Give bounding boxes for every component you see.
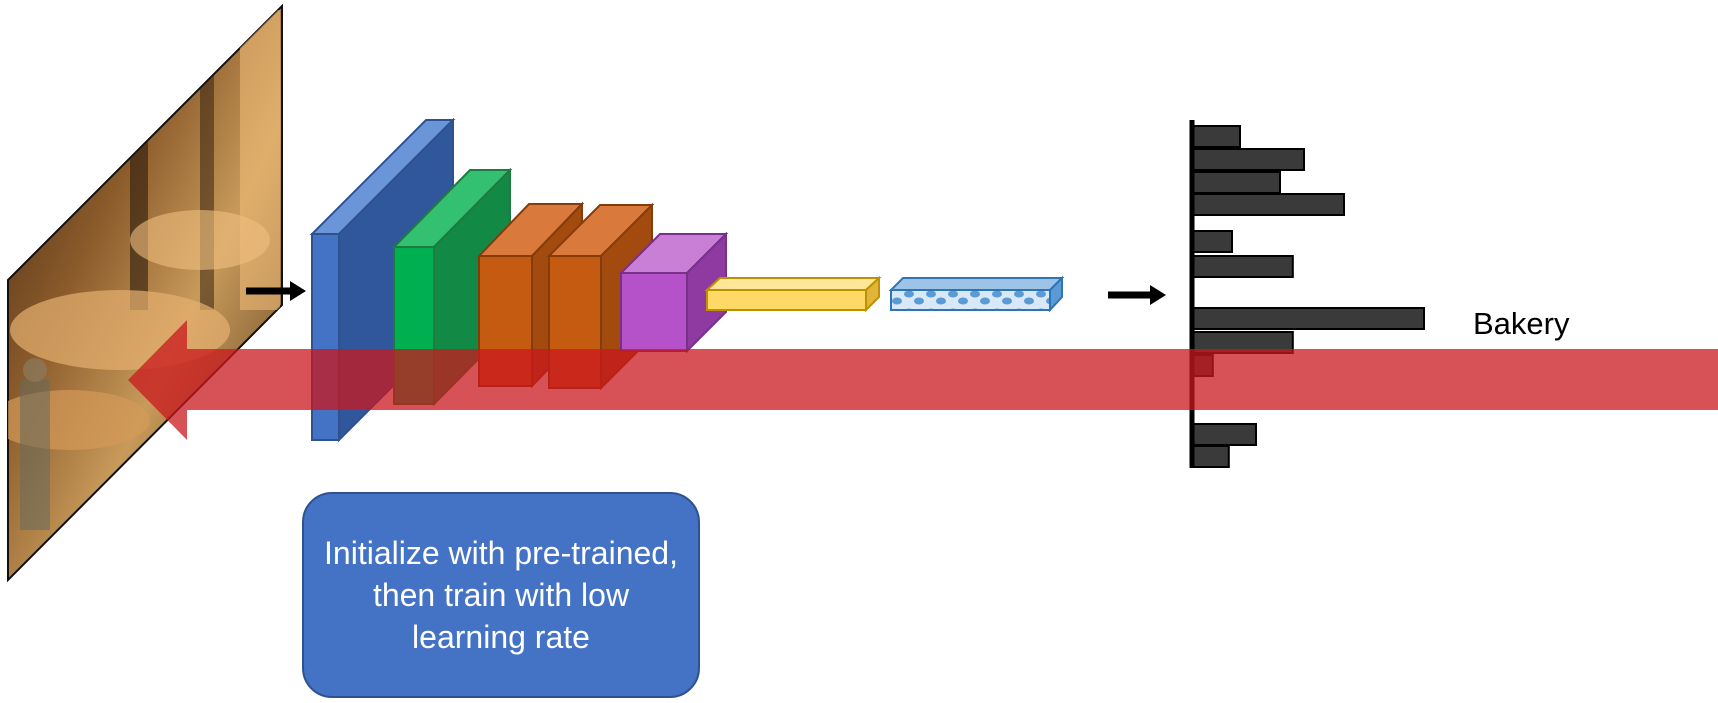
input-image	[7, 3, 283, 583]
histogram-bar	[1191, 230, 1233, 253]
histogram-bar	[1191, 193, 1345, 216]
output-arrow	[1108, 285, 1166, 305]
feature-vector	[888, 275, 1065, 313]
input-arrow	[246, 281, 306, 301]
top-class-label: Bakery	[1473, 306, 1570, 341]
finetune-callout: Initialize with pre-trained, then train …	[302, 492, 700, 698]
histogram-bar	[1191, 171, 1281, 194]
callout-text: Initialize with pre-trained, then train …	[324, 535, 678, 655]
histogram-bar	[1191, 307, 1425, 330]
output-histogram	[1191, 125, 1425, 468]
histogram-bar	[1191, 125, 1241, 148]
histogram-bar	[1191, 255, 1294, 278]
histogram-bar	[1191, 445, 1230, 468]
backprop-arrow	[128, 320, 1718, 440]
histogram-bar	[1191, 423, 1257, 446]
fc-layer	[704, 275, 882, 313]
histogram-bar	[1191, 148, 1305, 171]
